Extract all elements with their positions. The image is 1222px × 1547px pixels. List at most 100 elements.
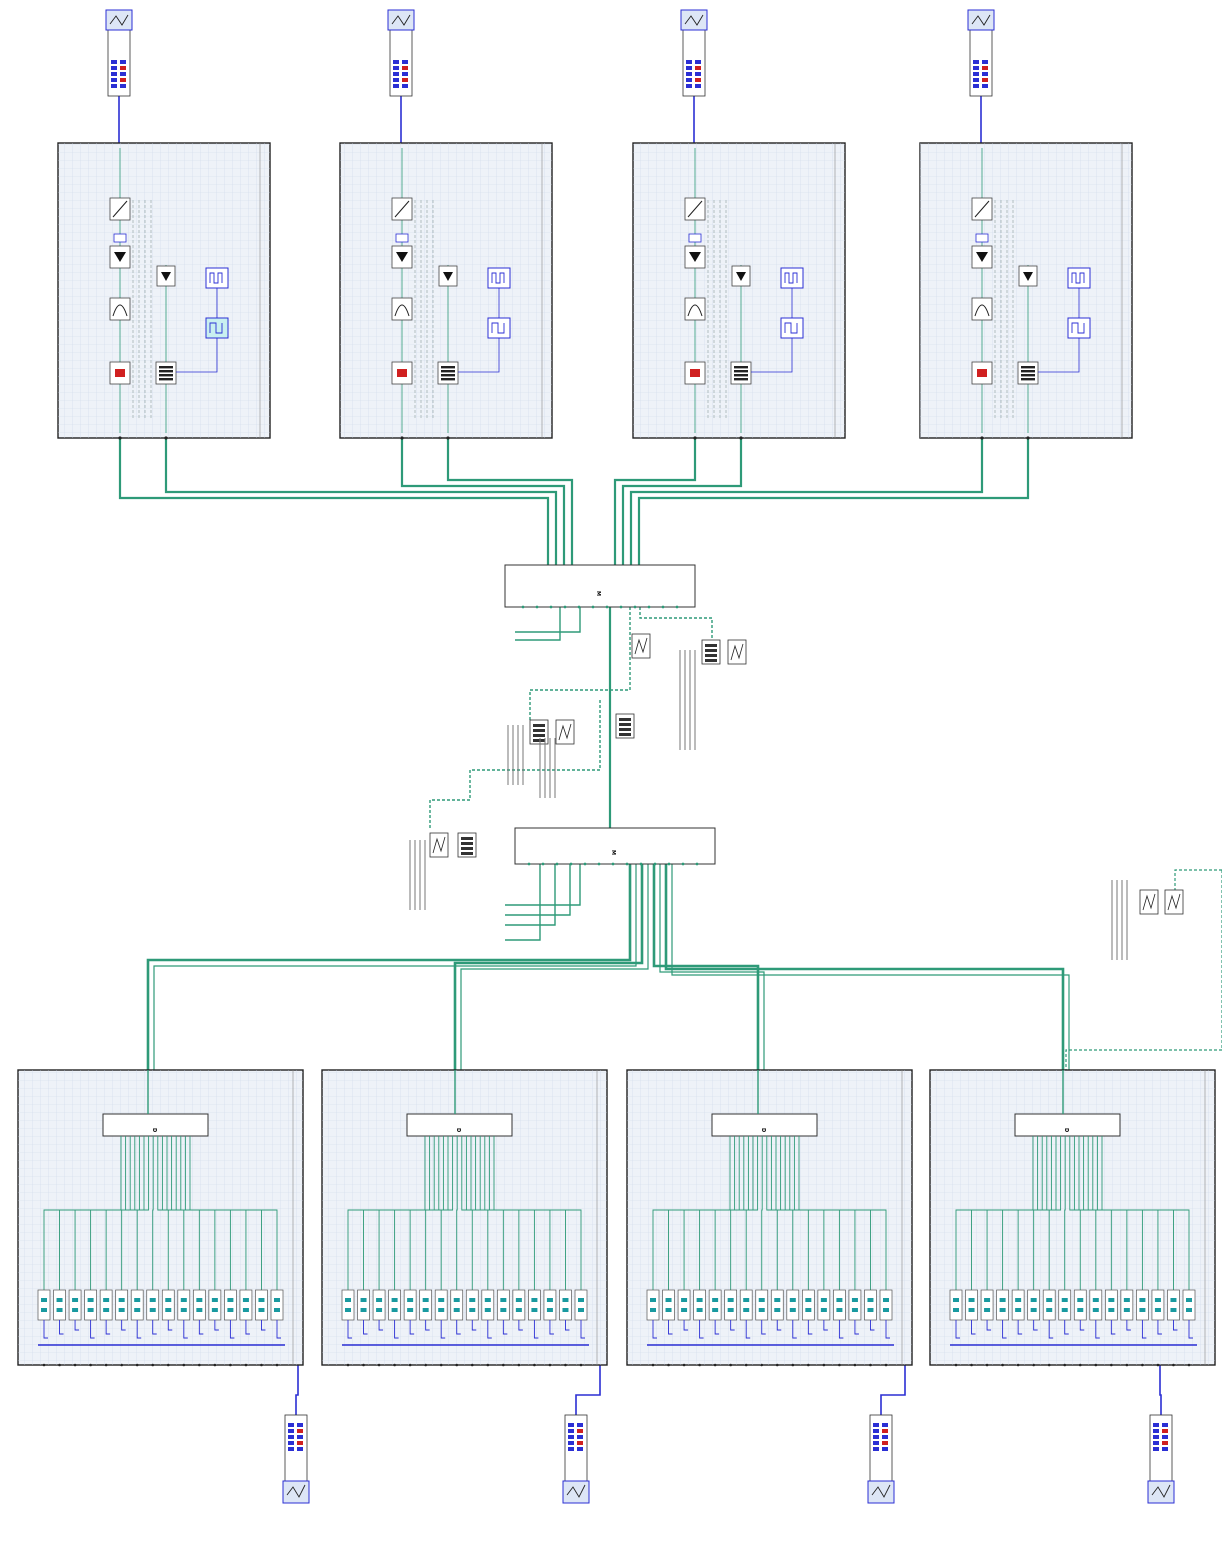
output-port[interactable] <box>471 1364 474 1367</box>
photodetector-block-11[interactable] <box>802 1290 814 1320</box>
receiver-subsystem-4[interactable]: D <box>930 1070 1215 1366</box>
output-port[interactable] <box>792 1364 795 1367</box>
output-port[interactable] <box>1141 1364 1144 1367</box>
output-port[interactable] <box>885 1364 888 1367</box>
photodetector-block-14[interactable] <box>240 1290 252 1320</box>
photodetector-block-8[interactable] <box>1059 1290 1071 1320</box>
photodetector-block-2[interactable] <box>966 1290 978 1320</box>
photodetector-block-1[interactable] <box>38 1290 50 1320</box>
output-port[interactable] <box>1079 1364 1082 1367</box>
output-port[interactable] <box>729 1364 732 1367</box>
output-port[interactable] <box>260 1364 263 1367</box>
output-port[interactable] <box>362 1364 365 1367</box>
photodetector-block-11[interactable] <box>193 1290 205 1320</box>
output-port[interactable] <box>487 1364 490 1367</box>
output-port[interactable] <box>549 1364 552 1367</box>
output-port[interactable] <box>424 1364 427 1367</box>
mux-port[interactable] <box>556 863 559 866</box>
photodetector-block-5[interactable] <box>404 1290 416 1320</box>
output-port[interactable] <box>807 1364 810 1367</box>
mux-port[interactable] <box>620 606 623 609</box>
photodetector-block-11[interactable] <box>1105 1290 1117 1320</box>
photodetector-block-2[interactable] <box>54 1290 66 1320</box>
photodetector-block-3[interactable] <box>69 1290 81 1320</box>
mux-port[interactable] <box>612 863 615 866</box>
output-port[interactable] <box>120 1364 123 1367</box>
photodetector-block-16[interactable] <box>575 1290 587 1320</box>
output-port[interactable] <box>1063 1364 1066 1367</box>
photodetector-block-8[interactable] <box>451 1290 463 1320</box>
output-port[interactable] <box>970 1364 973 1367</box>
photodetector-block-7[interactable] <box>740 1290 752 1320</box>
photodetector-block-10[interactable] <box>787 1290 799 1320</box>
photodetector-block-14[interactable] <box>1152 1290 1164 1320</box>
photodetector-block-12[interactable] <box>1121 1290 1133 1320</box>
mux-port[interactable] <box>584 863 587 866</box>
transmitter-subsystem-1[interactable] <box>58 143 270 440</box>
output-port[interactable] <box>1110 1364 1113 1367</box>
output-port[interactable] <box>760 1364 763 1367</box>
output-port[interactable] <box>776 1364 779 1367</box>
output-port[interactable] <box>854 1364 857 1367</box>
photodetector-block-4[interactable] <box>694 1290 706 1320</box>
output-port[interactable] <box>683 1364 686 1367</box>
output-port[interactable] <box>1001 1364 1004 1367</box>
photodetector-block-14[interactable] <box>849 1290 861 1320</box>
output-port[interactable] <box>74 1364 77 1367</box>
photodetector-block-8[interactable] <box>756 1290 768 1320</box>
mux-port[interactable] <box>682 863 685 866</box>
output-port[interactable] <box>667 1364 670 1367</box>
output-port[interactable] <box>838 1364 841 1367</box>
photodetector-block-6[interactable] <box>116 1290 128 1320</box>
photodetector-block-3[interactable] <box>373 1290 385 1320</box>
mux-port[interactable] <box>626 863 629 866</box>
output-port[interactable] <box>1026 436 1029 439</box>
photodetector-block-4[interactable] <box>997 1290 1009 1320</box>
photodetector-block-6[interactable] <box>420 1290 432 1320</box>
spectrum-analyzer-2[interactable] <box>728 640 746 664</box>
output-port[interactable] <box>745 1364 748 1367</box>
mux-port[interactable] <box>662 606 665 609</box>
photodetector-block-5[interactable] <box>100 1290 112 1320</box>
mux-port[interactable] <box>570 863 573 866</box>
photodetector-block-12[interactable] <box>209 1290 221 1320</box>
photodetector-block-13[interactable] <box>833 1290 845 1320</box>
output-port[interactable] <box>58 1364 61 1367</box>
photodetector-block-15[interactable] <box>1167 1290 1179 1320</box>
output-port[interactable] <box>693 436 696 439</box>
mux-port[interactable] <box>522 606 525 609</box>
output-port[interactable] <box>446 436 449 439</box>
photodetector-block-15[interactable] <box>559 1290 571 1320</box>
output-port[interactable] <box>393 1364 396 1367</box>
receiver-subsystem-1[interactable]: D <box>18 1070 303 1366</box>
mux-port[interactable] <box>634 606 637 609</box>
photodetector-block-5[interactable] <box>1012 1290 1024 1320</box>
output-port[interactable] <box>652 1364 655 1367</box>
spectrum-analyzer-5[interactable] <box>1140 890 1158 914</box>
output-port[interactable] <box>955 1364 958 1367</box>
output-port[interactable] <box>1032 1364 1035 1367</box>
spectrum-analyzer-1[interactable] <box>632 634 650 658</box>
mux-port[interactable] <box>640 863 643 866</box>
photodetector-block-7[interactable] <box>1043 1290 1055 1320</box>
output-port[interactable] <box>214 1364 217 1367</box>
photodetector-block-6[interactable] <box>1028 1290 1040 1320</box>
photodetector-block-1[interactable] <box>950 1290 962 1320</box>
photodetector-block-13[interactable] <box>224 1290 236 1320</box>
photodetector-block-16[interactable] <box>271 1290 283 1320</box>
output-port[interactable] <box>151 1364 154 1367</box>
photodetector-block-1[interactable] <box>647 1290 659 1320</box>
photodetector-block-15[interactable] <box>255 1290 267 1320</box>
ber-analyzer-6[interactable] <box>563 1415 589 1503</box>
photodetector-block-13[interactable] <box>528 1290 540 1320</box>
ber-analyzer-3[interactable] <box>681 10 707 96</box>
photodetector-block-9[interactable] <box>466 1290 478 1320</box>
photodetector-block-13[interactable] <box>1136 1290 1148 1320</box>
mux-port[interactable] <box>606 606 609 609</box>
photodetector-block-4[interactable] <box>85 1290 97 1320</box>
photodetector-block-9[interactable] <box>771 1290 783 1320</box>
photodetector-block-10[interactable] <box>482 1290 494 1320</box>
output-port[interactable] <box>183 1364 186 1367</box>
output-port[interactable] <box>518 1364 521 1367</box>
photodetector-block-5[interactable] <box>709 1290 721 1320</box>
